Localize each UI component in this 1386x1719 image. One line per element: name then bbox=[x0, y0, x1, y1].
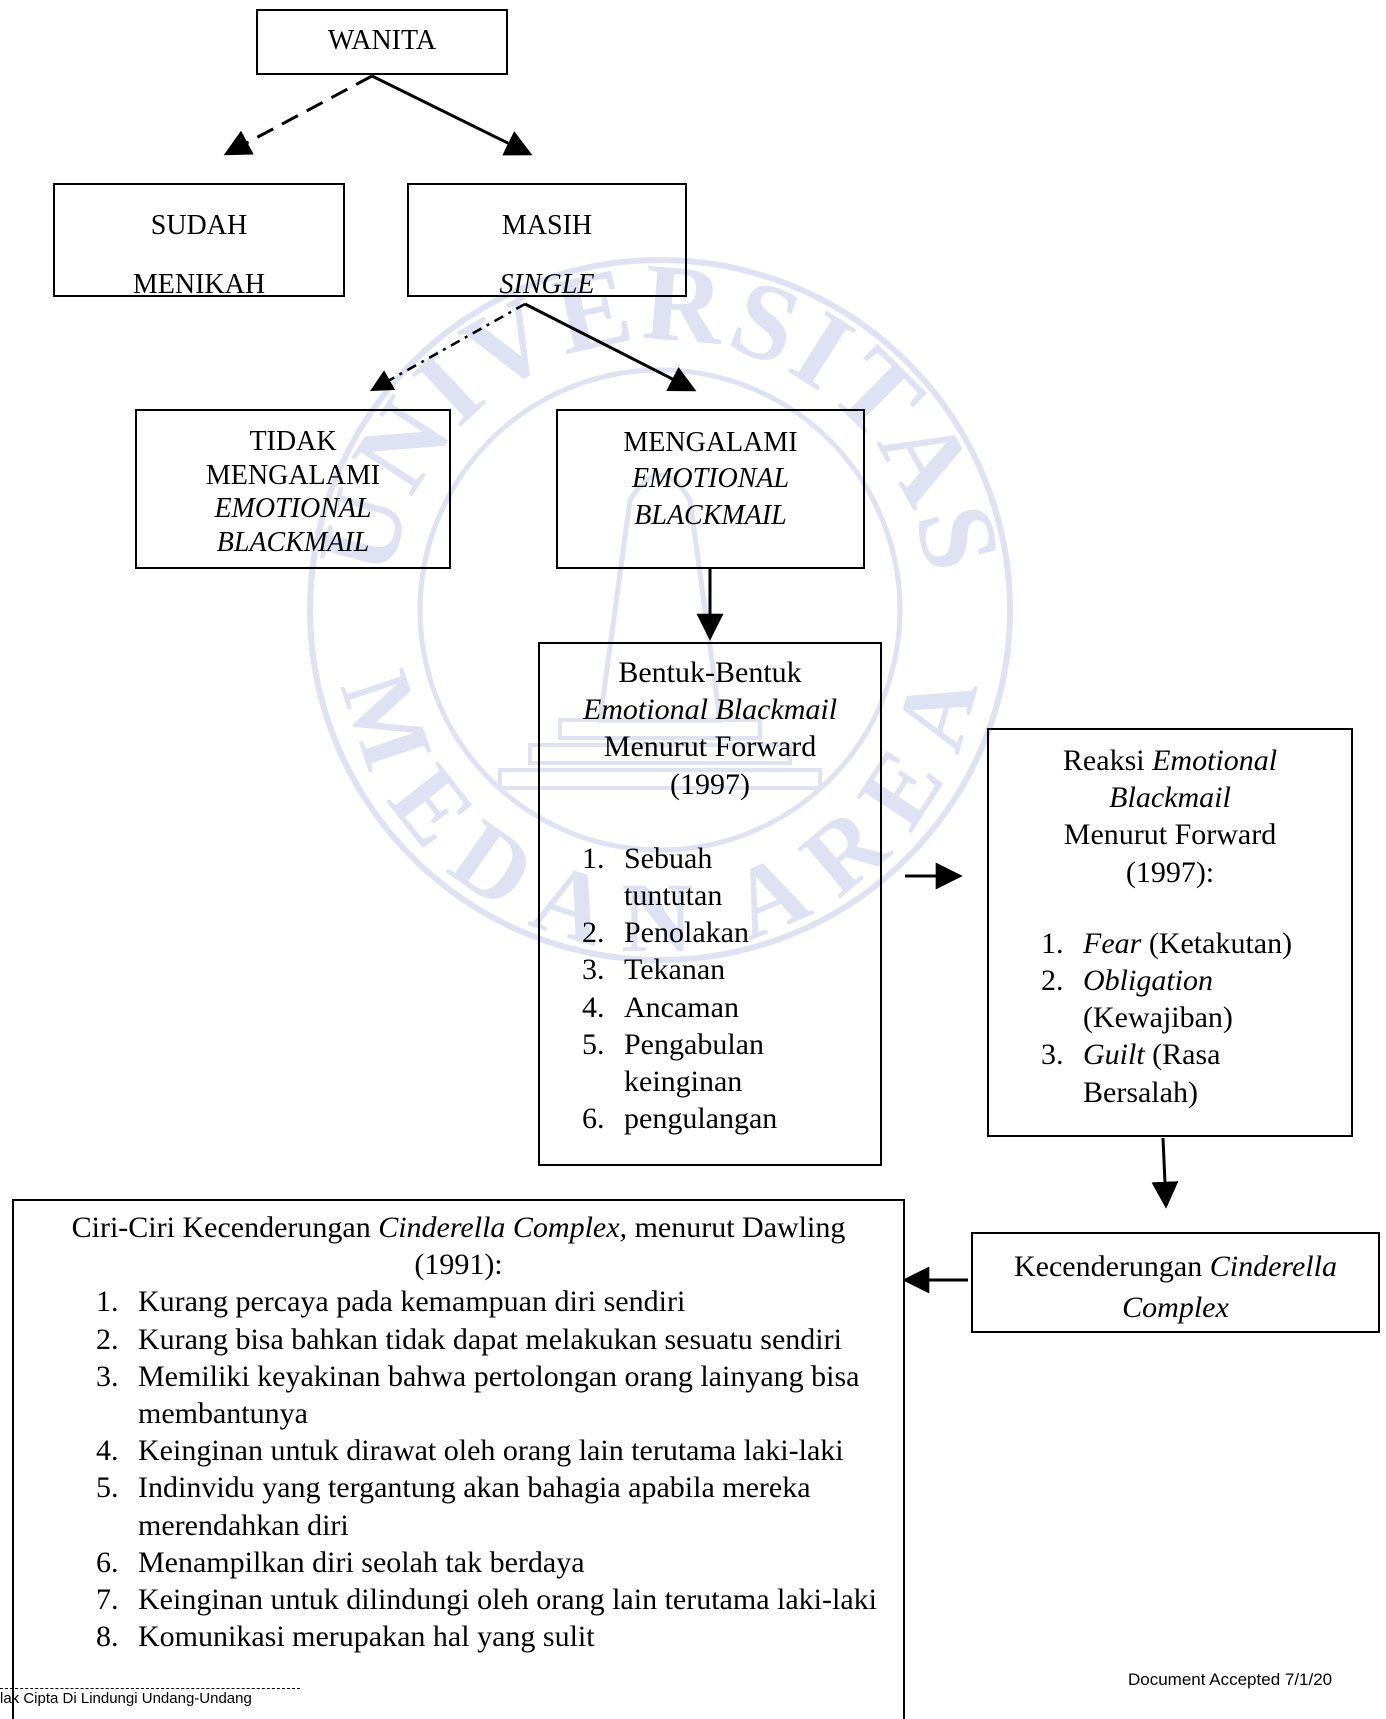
list-item: Indinvidu yang tergantung akan bahagia a… bbox=[126, 1469, 883, 1543]
bentuk-title-4: (1997) bbox=[670, 767, 750, 801]
box-tidak-mengalami: TIDAK MENGALAMI EMOTIONAL BLACKMAIL bbox=[135, 409, 451, 569]
arrow-wanita-to-masih bbox=[371, 74, 533, 156]
ciri-list: Kurang percaya pada kemampuan diri sendi… bbox=[14, 1283, 903, 1655]
footer-separator bbox=[0, 1688, 300, 1689]
bentuk-list: Sebuah tuntutan Penolakan Tekanan Ancama… bbox=[540, 840, 782, 1138]
box-reaksi: Reaksi Emotional Blackmail Menurut Forwa… bbox=[987, 728, 1353, 1137]
list-item: Tekanan bbox=[612, 951, 782, 988]
menikah-label: MENIKAH bbox=[132, 268, 266, 300]
list-item: pengulangan bbox=[612, 1100, 782, 1137]
box-sudah-menikah: SUDAH MENIKAH bbox=[53, 183, 345, 300]
list-item: Keinginan untuk dirawat oleh orang lain … bbox=[126, 1432, 883, 1469]
wanita-label: WANITA bbox=[327, 25, 437, 56]
copyright-note: lak Cipta Di Lindungi Undang-Undang bbox=[0, 1690, 252, 1707]
bentuk-title-1: Bentuk-Bentuk bbox=[618, 656, 802, 689]
box-kecenderungan-cinderella: Kecenderungan Cinderella Complex bbox=[971, 1232, 1380, 1333]
box-bentuk-bentuk: Bentuk-Bentuk Emotional Blackmail Menuru… bbox=[538, 642, 882, 1166]
document-accepted: Document Accepted 7/1/20 bbox=[1128, 1670, 1333, 1689]
reaksi-title-2: Blackmail bbox=[1109, 781, 1231, 815]
list-item: Pengabulan keinginan bbox=[612, 1026, 782, 1100]
reaksi-list: Fear (Ketakutan) Obligation (Kewajiban) … bbox=[989, 925, 1306, 1111]
arrow-reaksi-to-kecenderungan bbox=[1151, 1137, 1179, 1209]
bentuk-title-3: Menurut Forward bbox=[603, 730, 817, 764]
kecenderungan-line-1: Kecenderungan Cinderella bbox=[1014, 1250, 1337, 1283]
mengalami-blackmail-label: BLACKMAIL bbox=[634, 499, 787, 531]
single-label: SINGLE bbox=[499, 268, 595, 300]
reaksi-title-3: Menurut Forward bbox=[1063, 818, 1277, 852]
list-item: Obligation (Kewajiban) bbox=[1071, 962, 1306, 1036]
box-masih-single: MASIH SINGLE bbox=[407, 183, 687, 300]
list-item: Kurang percaya pada kemampuan diri sendi… bbox=[126, 1283, 883, 1320]
ciri-title: Ciri-Ciri Kecenderungan Cinderella Compl… bbox=[71, 1211, 846, 1282]
box-mengalami: MENGALAMI EMOTIONAL BLACKMAIL bbox=[556, 409, 865, 569]
list-item: Sebuah tuntutan bbox=[612, 840, 782, 914]
list-item: Keinginan untuk dilindungi oleh orang la… bbox=[126, 1581, 883, 1618]
sudah-label: SUDAH bbox=[150, 210, 248, 241]
reaksi-title-4: (1997): bbox=[1125, 855, 1215, 889]
box-wanita: WANITA bbox=[256, 9, 508, 75]
bentuk-title-2: Emotional Blackmail bbox=[582, 693, 838, 727]
tidak-mengalami-label: MENGALAMI bbox=[205, 459, 381, 491]
list-item: Fear (Ketakutan) bbox=[1071, 925, 1306, 962]
masih-label: MASIH bbox=[501, 210, 593, 241]
box-ciri-ciri: Ciri-Ciri Kecenderungan Cinderella Compl… bbox=[12, 1199, 905, 1719]
tidak-blackmail-label: BLACKMAIL bbox=[216, 526, 370, 558]
arrow-wanita-to-sudah bbox=[223, 74, 373, 156]
mengalami-emotional-label: EMOTIONAL bbox=[631, 463, 790, 495]
reaksi-title-1: Reaksi Emotional bbox=[1062, 744, 1278, 777]
list-item: Penolakan bbox=[612, 914, 782, 951]
tidak-label: TIDAK bbox=[249, 426, 337, 457]
list-item: Guilt (Rasa Bersalah) bbox=[1071, 1036, 1306, 1110]
tidak-emotional-label: EMOTIONAL bbox=[214, 493, 372, 525]
arrow-masih-to-mengalami bbox=[524, 302, 697, 392]
list-item: Komunikasi merupakan hal yang sulit bbox=[126, 1618, 883, 1655]
list-item: Kurang bisa bahkan tidak dapat melakukan… bbox=[126, 1321, 883, 1358]
list-item: Memiliki keyakinan bahwa pertolongan ora… bbox=[126, 1358, 883, 1432]
kecenderungan-line-2: Complex bbox=[1122, 1291, 1229, 1325]
arrow-masih-to-tidak bbox=[370, 302, 526, 392]
list-item: Menampilkan diri seolah tak berdaya bbox=[126, 1544, 883, 1581]
mengalami-label: MENGALAMI bbox=[623, 427, 798, 458]
list-item: Ancaman bbox=[612, 989, 782, 1026]
